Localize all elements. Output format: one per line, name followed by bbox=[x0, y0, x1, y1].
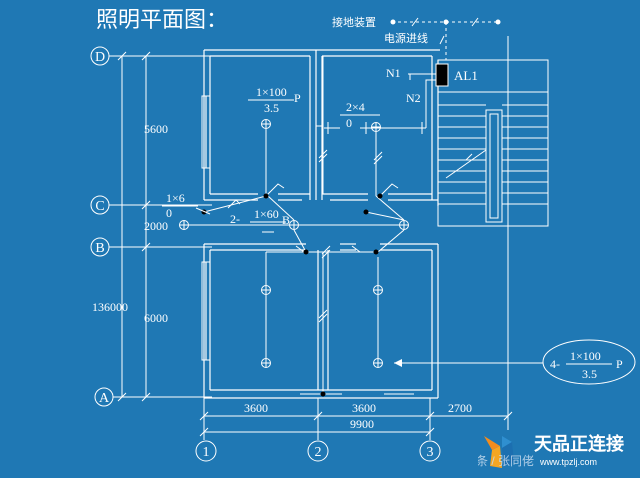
axis-2: 2 bbox=[307, 440, 329, 462]
svg-text:3.5: 3.5 bbox=[264, 101, 279, 115]
svg-text:2-: 2- bbox=[230, 212, 240, 226]
svg-text:2: 2 bbox=[315, 445, 322, 460]
lamp-room-br-upper bbox=[373, 285, 383, 295]
svg-text:A: A bbox=[99, 391, 110, 406]
svg-text:2×4: 2×4 bbox=[346, 100, 365, 114]
svg-text:0: 0 bbox=[346, 116, 352, 130]
svg-text:1×60: 1×60 bbox=[254, 207, 279, 221]
lamp-room-bl-lower bbox=[261, 358, 271, 368]
dim-2000: 2000 bbox=[144, 219, 168, 233]
panel-label: AL1 bbox=[454, 68, 478, 83]
diagram-title: 照明平面图： bbox=[96, 7, 228, 32]
watermark: 天品正连接 www.tpzlj.com 头条 / 张同佬 bbox=[478, 433, 624, 468]
lamp-corridor-mid bbox=[289, 220, 299, 230]
svg-text:B: B bbox=[95, 241, 104, 256]
lamp-room-bl-upper bbox=[261, 285, 271, 295]
svg-text:P: P bbox=[294, 91, 301, 105]
axis-3: 3 bbox=[419, 440, 441, 462]
dim-span-3: 2700 bbox=[448, 401, 472, 415]
n2-feed bbox=[425, 79, 436, 128]
distribution-panel bbox=[435, 63, 449, 87]
axis-a: A bbox=[94, 387, 114, 407]
axis-1: 1 bbox=[195, 440, 217, 462]
lamp-room-br-lower bbox=[373, 358, 383, 368]
svg-text:1×100: 1×100 bbox=[256, 85, 287, 99]
lamp-room-tr bbox=[371, 122, 381, 132]
lamp-room-tl bbox=[261, 119, 271, 129]
socket-outlets bbox=[324, 122, 426, 134]
annotation-corridor-left: 1×6 0 bbox=[162, 191, 198, 220]
svg-text:3.5: 3.5 bbox=[582, 367, 597, 381]
annotation-room-tl: 1×100 P 3.5 bbox=[248, 85, 301, 115]
watermark-brand: 天品正连接 bbox=[534, 433, 624, 454]
wiring bbox=[189, 56, 405, 397]
svg-text:D: D bbox=[95, 50, 105, 65]
svg-text:P: P bbox=[616, 357, 623, 371]
staircase bbox=[437, 36, 549, 398]
n2-label: N2 bbox=[406, 91, 421, 105]
annotation-bottom-callout: 4- 1×100 3.5 P bbox=[394, 339, 636, 385]
dim-5600: 5600 bbox=[144, 122, 168, 136]
dim-total-horizontal: 9900 bbox=[350, 417, 374, 431]
grounding-label: 接地装置 bbox=[332, 16, 376, 29]
svg-text:0: 0 bbox=[166, 206, 172, 220]
horizontal-dimensions bbox=[199, 398, 513, 440]
dim-span-2: 3600 bbox=[352, 401, 376, 415]
watermark-source: 头条 / 张同佬 bbox=[478, 454, 534, 468]
power-feed-label: 电源进线 bbox=[384, 31, 428, 45]
svg-text:1×100: 1×100 bbox=[570, 349, 601, 363]
n1-label: N1 bbox=[386, 66, 401, 80]
svg-text:C: C bbox=[95, 199, 104, 214]
dim-span-1: 3600 bbox=[244, 401, 268, 415]
svg-text:1×6: 1×6 bbox=[166, 191, 185, 205]
svg-text:3: 3 bbox=[427, 445, 434, 460]
axis-d: D bbox=[90, 46, 110, 66]
annotation-corridor-mid: 2- 1×60 B bbox=[230, 207, 290, 227]
lamp-corridor-left bbox=[179, 220, 189, 230]
watermark-url: www.tpzlj.com bbox=[539, 457, 597, 467]
lamp-corridor-right bbox=[399, 220, 409, 230]
axis-c: C bbox=[90, 195, 110, 215]
svg-text:B: B bbox=[282, 213, 290, 227]
axis-b: B bbox=[90, 237, 110, 257]
annotation-room-tr: 2×4 0 bbox=[340, 100, 380, 130]
dim-6000: 6000 bbox=[144, 311, 168, 325]
svg-text:4-: 4- bbox=[550, 357, 560, 371]
svg-text:1: 1 bbox=[203, 445, 210, 460]
dim-total-vertical: 136000 bbox=[92, 300, 128, 314]
watermark-logo-icon bbox=[484, 436, 514, 468]
